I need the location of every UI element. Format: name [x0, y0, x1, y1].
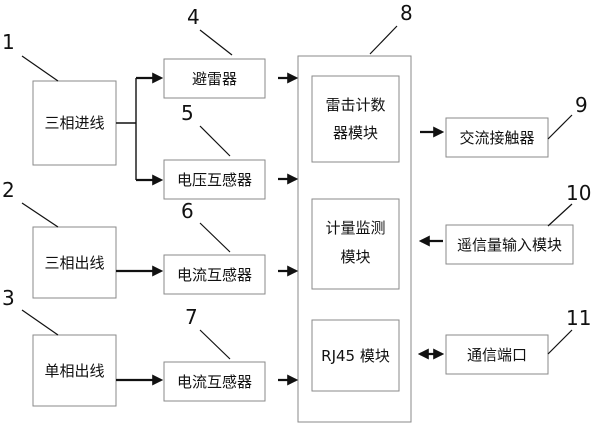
single-phase-out-label: 单相出线 — [44, 362, 104, 380]
lightning-counter-module: 雷击计数 器模块 — [311, 75, 400, 163]
ref-number-2: 2 — [2, 178, 15, 202]
arrester-block: 避雷器 — [163, 58, 266, 99]
current-transformer-1-label: 电流互感器 — [177, 266, 252, 284]
arrester-label: 避雷器 — [192, 70, 237, 88]
leader-5 — [199, 125, 231, 157]
ac-contactor-label: 交流接触器 — [459, 129, 534, 147]
leader-9 — [547, 114, 573, 140]
ac-contactor-block: 交流接触器 — [445, 117, 549, 158]
metering-label-2: 模块 — [340, 248, 370, 266]
lightning-counter-label-1: 雷击计数 — [325, 96, 385, 114]
leader-6 — [199, 222, 231, 253]
metering-module: 计量监测 模块 — [311, 198, 400, 290]
single-phase-out-block: 单相出线 — [32, 334, 117, 407]
leader-10 — [547, 203, 573, 227]
voltage-transformer-block: 电压互感器 — [163, 159, 266, 200]
ref-number-7: 7 — [185, 305, 198, 329]
ref-number-10: 10 — [566, 181, 591, 205]
current-transformer-2-block: 电流互感器 — [163, 361, 266, 402]
comm-port-block: 通信端口 — [445, 334, 549, 375]
ref-number-8: 8 — [400, 1, 413, 25]
three-phase-out-label: 三相出线 — [44, 254, 104, 272]
ref-number-5: 5 — [181, 101, 194, 125]
remote-signal-input-label: 遥信量输入模块 — [457, 236, 562, 254]
ref-number-1: 1 — [2, 30, 15, 54]
ref-number-9: 9 — [575, 93, 588, 117]
comm-port-label: 通信端口 — [467, 346, 527, 364]
leader-3 — [21, 309, 59, 336]
leader-11 — [547, 329, 573, 355]
ref-number-3: 3 — [2, 286, 15, 310]
leader-7 — [199, 329, 231, 360]
leader-4 — [199, 29, 233, 56]
current-transformer-2-label: 电流互感器 — [177, 373, 252, 391]
leader-2 — [21, 202, 59, 228]
leader-1 — [21, 55, 59, 82]
three-phase-out-block: 三相出线 — [32, 226, 117, 299]
fork-line — [116, 78, 137, 180]
ref-number-4: 4 — [187, 5, 200, 29]
ref-number-11: 11 — [566, 306, 591, 330]
lightning-counter-label-2: 器模块 — [333, 124, 378, 142]
controller-block: 雷击计数 器模块 计量监测 模块 RJ45 模块 — [297, 55, 412, 423]
rj45-label: RJ45 模块 — [321, 347, 390, 365]
three-phase-in-label: 三相进线 — [44, 114, 104, 132]
voltage-transformer-label: 电压互感器 — [177, 171, 252, 189]
rj45-module: RJ45 模块 — [311, 319, 400, 392]
current-transformer-1-block: 电流互感器 — [163, 254, 266, 295]
remote-signal-input-block: 遥信量输入模块 — [445, 224, 574, 265]
leader-8 — [369, 25, 398, 55]
ref-number-6: 6 — [181, 199, 194, 223]
three-phase-in-block: 三相进线 — [32, 80, 117, 166]
metering-label-1: 计量监测 — [325, 219, 385, 237]
